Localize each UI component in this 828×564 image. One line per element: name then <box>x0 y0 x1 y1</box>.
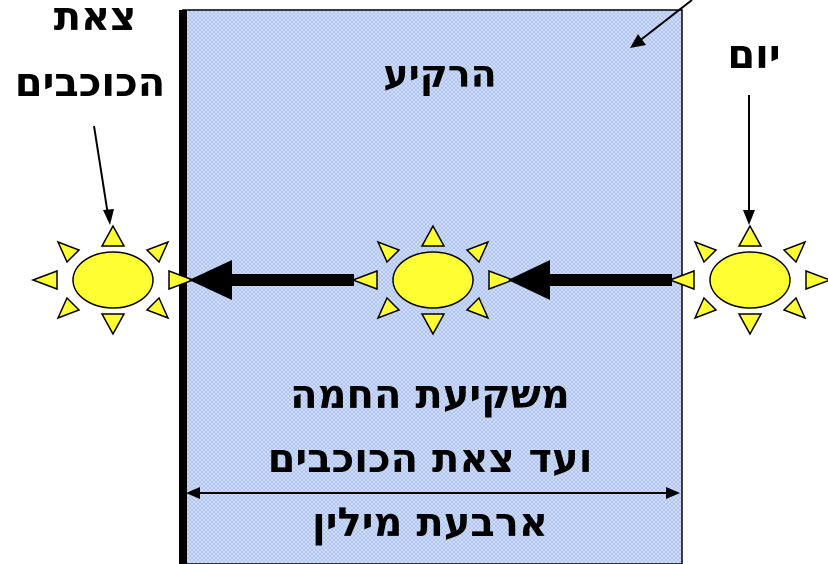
pointer-day-arrow <box>743 95 755 225</box>
label-sunset-line1: משקיעת החמה <box>290 372 570 418</box>
label-stars-line2: הכוכבים <box>14 60 166 106</box>
horizon-line <box>179 10 187 564</box>
label-stars-line1: צאת <box>53 0 137 40</box>
label-distance: ארבעת מילין <box>312 500 548 546</box>
label-day: יום <box>727 32 781 78</box>
label-sunset-line2: ועד צאת הכוכבים <box>267 436 593 482</box>
distance-double-arrow <box>186 487 680 499</box>
arrow-day-to-middle <box>508 260 672 300</box>
pointer-stars-arrow <box>93 125 114 225</box>
sun-day-icon <box>669 225 828 335</box>
sun-stars-icon <box>32 225 194 335</box>
pointer-sky-arrow <box>630 0 693 48</box>
label-sky: הרקיע <box>383 52 497 96</box>
arrow-middle-to-horizon <box>189 260 354 300</box>
